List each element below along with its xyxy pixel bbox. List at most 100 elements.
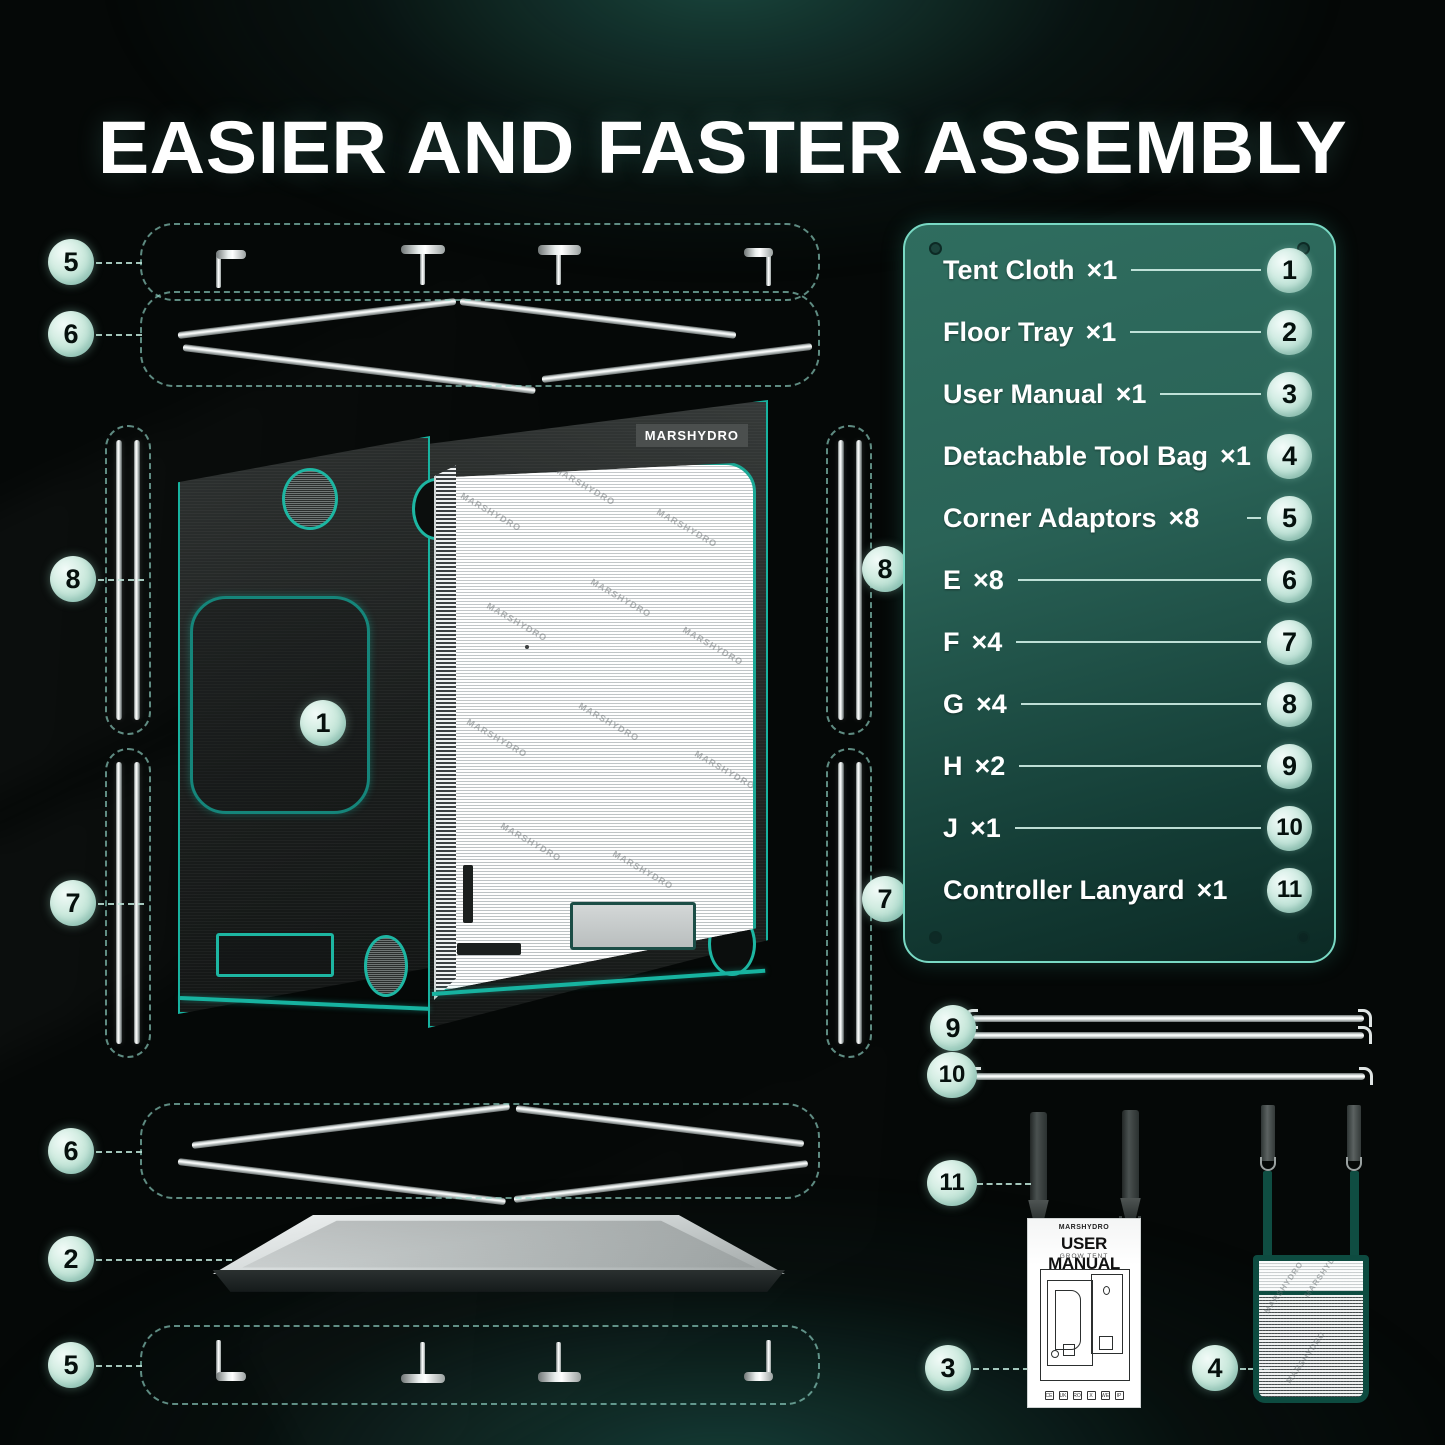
corner-adaptor-part [536,235,582,291]
tray-surface [212,1215,785,1275]
legend-item-qty: ×8 [1168,502,1200,533]
tent-brand-logo: MARSHYDRO [635,424,748,447]
toolbag-strap [1261,1105,1275,1161]
legend-item-name: J [943,812,959,843]
rod-hook-icon [1358,1009,1372,1027]
tent-side-door [190,596,370,814]
legend-connector-line [1247,517,1261,519]
pole-part [856,762,862,1044]
callout-badge-manual: 3 [925,1345,971,1391]
tent-vent-rect-left [216,933,334,977]
page-title: EASIER AND FASTER ASSEMBLY [97,106,1348,189]
callout-badge-toolbag: 4 [1192,1345,1238,1391]
lanyard-clip-icon [1028,1200,1049,1220]
rod-part-h [972,1032,1364,1039]
leader-line [96,262,142,264]
legend-connector-line [1020,703,1261,705]
panel-screw-hole [1297,931,1310,944]
legend-item-name: Detachable Tool Bag [943,440,1209,471]
lanyard-strap [1122,1110,1139,1200]
detachable-tool-bag: MARSHYDRO MARSHYDRO MARSHYDRO [1245,1105,1377,1410]
mesh-watermark: MARSHYDRO [611,848,675,892]
legend-item-qty: ×1 [1085,316,1117,347]
rod-hook-icon [1359,1067,1373,1085]
manual-cert-icon: RO [1072,1391,1082,1400]
legend-connector-line [1160,393,1261,395]
toolbag-pouch: MARSHYDRO MARSHYDRO MARSHYDRO [1253,1255,1369,1403]
rod-part-h [972,1015,1364,1022]
mesh-watermark: MARSHYDRO [655,506,719,550]
leader-line [96,1259,232,1261]
corner-adaptor-part [212,1340,258,1396]
tent-vent-upper-left [282,468,338,530]
toolbag-watermark: MARSHYDRO [1284,1329,1328,1386]
legend-item-badge: 7 [1267,619,1312,665]
corner-adaptor-part [536,1342,582,1398]
legend-row: J ×1 10 [905,805,1334,851]
callout-badge-bottom-adaptors: 5 [48,1342,94,1388]
callout-badge-lanyard: 11 [927,1160,977,1206]
legend-item-name: H [943,750,963,781]
group-box-top-adaptors [140,223,820,301]
panel-screw-hole [929,931,942,944]
door-tab [457,943,521,955]
mesh-watermark: MARSHYDRO [459,490,523,534]
callout-badge-right-upper-poles: 8 [862,546,908,592]
manual-title: USER MANUAL [1048,1234,1120,1273]
group-box-bottom-adaptors [140,1325,820,1405]
legend-connector-line [1130,331,1261,333]
legend-item-badge: 10 [1267,805,1312,851]
toolbag-hanger [1263,1171,1272,1263]
manual-brand-logo: MARSHYDRO [1058,1224,1110,1231]
toolbag-flap [1259,1261,1363,1295]
floor-tray [195,1215,785,1335]
legend-item-name: Tent Cloth [943,254,1075,285]
tray-inner-shadow [242,1220,756,1268]
callout-badge-left-upper-poles: 8 [50,556,96,602]
leader-line [96,334,142,336]
legend-connector-line [1014,827,1261,829]
legend-item-qty: ×1 [1086,254,1118,285]
mesh-watermark: MARSHYDRO [589,576,653,620]
callout-badge-tent: 1 [300,700,346,746]
legend-item-badge: 11 [1267,867,1312,913]
manual-cert-icon: IP [1114,1391,1124,1400]
legend-item-badge: 4 [1267,433,1312,479]
toolbag-strap [1347,1105,1361,1161]
legend-item-qty: ×2 [974,750,1006,781]
callout-badge-left-lower-poles: 7 [50,880,96,926]
group-box-bottom-frame [140,1103,820,1199]
callout-badge-rod-h: 9 [930,1005,976,1051]
manual-cert-icon: WE [1100,1391,1110,1400]
background-glow-bottom [0,1185,1445,1445]
callout-badge-right-lower-poles: 7 [862,876,908,922]
legend-item-qty: ×4 [976,688,1007,719]
toolbag-hanger [1350,1171,1359,1263]
legend-item-qty: ×1 [970,812,1001,843]
corner-adaptor-part [212,238,258,294]
manual-cert-icon: X [1086,1391,1096,1400]
legend-connector-line [1131,269,1261,271]
pole-part [856,440,862,720]
callout-badge-bottom-frame: 6 [48,1128,94,1174]
leader-line [96,1151,142,1153]
legend-item-name: Corner Adaptors [943,502,1157,533]
mesh-watermark: MARSHYDRO [681,624,745,668]
lanyard-clip-icon [1120,1198,1141,1218]
callout-badge-tray: 2 [48,1236,94,1282]
corner-adaptor-part [740,236,786,292]
legend-item-badge: 2 [1267,309,1312,355]
panel-screw-hole [929,242,942,255]
legend-item-qty: ×4 [971,626,1003,657]
tent-access-panel [570,902,696,950]
pole-part [838,762,844,1044]
